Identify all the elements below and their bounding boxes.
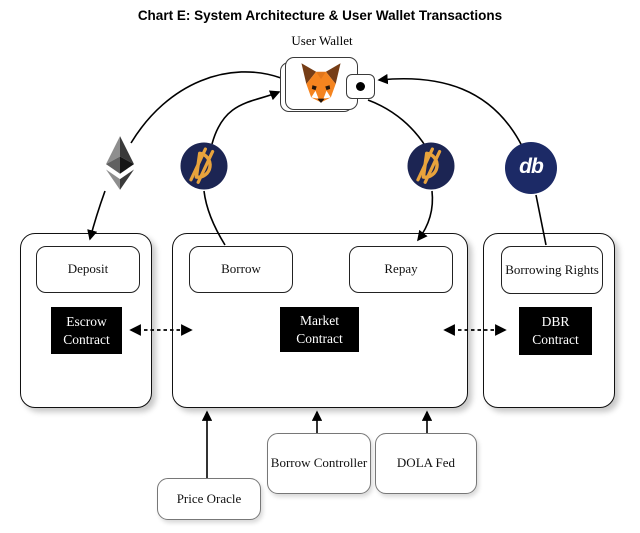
- arrow-wallet-to-eth: [130, 71, 282, 144]
- borrow-box: Borrow: [189, 246, 293, 293]
- escrow-container: Deposit Escrow Contract: [20, 233, 152, 408]
- user-wallet-label: User Wallet: [291, 33, 353, 48]
- market-contract-box: Market Contract: [280, 307, 359, 352]
- repay-box: Repay: [349, 246, 453, 293]
- metamask-wallet-card: [285, 57, 358, 110]
- dbr-coin-text: db: [519, 155, 544, 178]
- metamask-fox-icon: [301, 63, 341, 103]
- wallet-clasp-dot: [356, 82, 365, 91]
- dbr-container: Borrowing Rights DBR Contract: [483, 233, 615, 408]
- ethereum-icon: [106, 136, 134, 190]
- borrow-controller-box: Borrow Controller: [267, 433, 371, 494]
- borrowing-rights-box: Borrowing Rights: [501, 246, 603, 294]
- dbr-contract-box: DBR Contract: [519, 307, 592, 355]
- market-container: Borrow Repay Market Contract: [172, 233, 468, 408]
- dola-coin-icon: [407, 142, 455, 190]
- escrow-contract-box: Escrow Contract: [51, 307, 122, 354]
- diagram-title: Chart E: System Architecture & User Wall…: [137, 8, 503, 23]
- dola-coin-icon: [180, 142, 228, 190]
- arrow-dbr-to-wallet: [377, 73, 523, 147]
- dola-fed-box: DOLA Fed: [375, 433, 477, 494]
- arrow-eth-to-deposit: [87, 190, 106, 241]
- price-oracle-box: Price Oracle: [157, 478, 261, 520]
- arrow-dola-to-wallet: [211, 90, 281, 145]
- dbr-coin-icon: db: [505, 142, 557, 194]
- deposit-box: Deposit: [36, 246, 140, 293]
- arrow-wallet-to-dola: [367, 99, 427, 148]
- wallet-clasp: [346, 74, 375, 99]
